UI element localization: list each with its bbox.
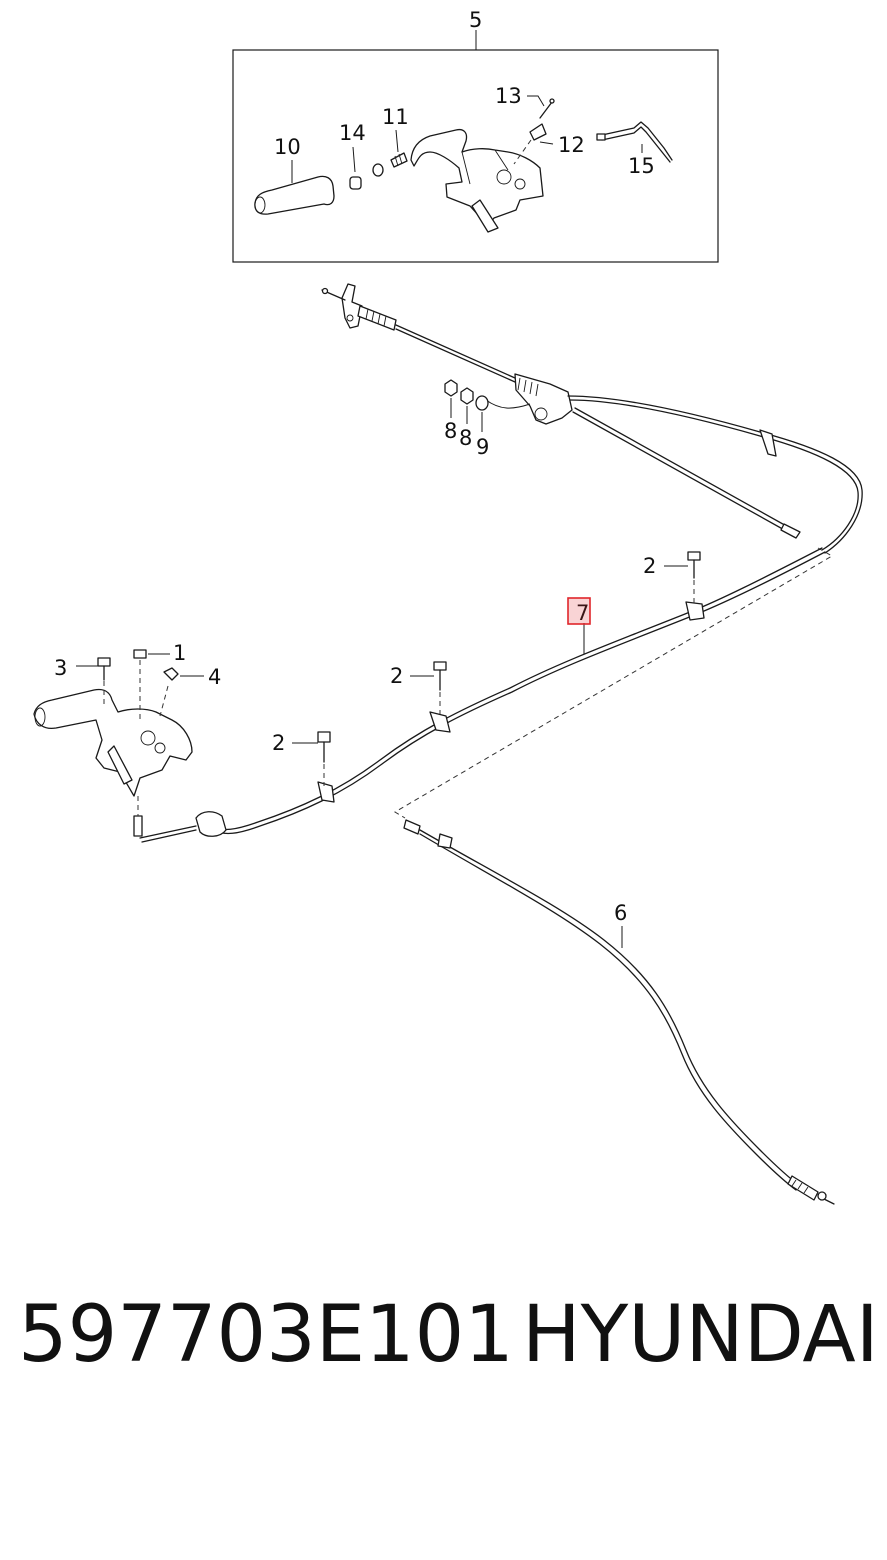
footer: 597703E101 HYUNDAI [18, 1290, 879, 1410]
callout-8a: 8 [444, 419, 457, 443]
callout-8b: 8 [459, 426, 472, 450]
callout-4: 4 [208, 665, 221, 689]
lever-assembly-inset [232, 30, 719, 263]
parts-diagram: 5 13 11 14 10 12 15 8 8 9 2 7 2 2 1 3 4 … [33, 8, 863, 1205]
bolt-upper-right [664, 551, 701, 604]
callout-2b: 2 [390, 664, 403, 688]
callout-7: 7 [576, 601, 589, 625]
rod-part [596, 121, 673, 163]
pin-and-clip-part [513, 95, 555, 165]
callout-2a: 2 [643, 554, 656, 578]
nuts-part [444, 379, 489, 432]
callout-1: 1 [173, 641, 186, 665]
part-number: 597703E101 [18, 1290, 514, 1380]
ring-part [372, 163, 384, 177]
callout-6: 6 [614, 901, 627, 925]
main-cable-part [133, 547, 826, 843]
bolts-part [292, 551, 701, 786]
bushing-part [349, 146, 362, 190]
routing-guide-line [394, 547, 833, 819]
parking-lever-part [33, 660, 193, 816]
callout-11: 11 [382, 105, 409, 129]
callout-13: 13 [495, 84, 522, 108]
bolt-left [292, 731, 331, 786]
callout-labels: 5 13 11 14 10 12 15 8 8 9 2 7 2 2 1 3 4 … [54, 8, 656, 925]
brand-name: HYUNDAI [522, 1290, 879, 1380]
rear-cable-part [403, 819, 835, 1205]
highlight-box [567, 597, 591, 625]
callout-12: 12 [558, 133, 585, 157]
callout-5: 5 [469, 8, 482, 32]
callout-14: 14 [339, 121, 366, 145]
lever-fasteners-part [76, 649, 204, 681]
callout-10: 10 [274, 135, 301, 159]
callout-2c: 2 [272, 731, 285, 755]
equalizer-cable-assembly [321, 283, 863, 554]
lever-grip-part [254, 160, 335, 215]
callout-3: 3 [54, 656, 67, 680]
callout-9: 9 [476, 435, 489, 459]
callout-15: 15 [628, 154, 655, 178]
lever-body-part [410, 128, 544, 233]
spring-part [390, 129, 408, 168]
bolt-middle [410, 661, 447, 714]
